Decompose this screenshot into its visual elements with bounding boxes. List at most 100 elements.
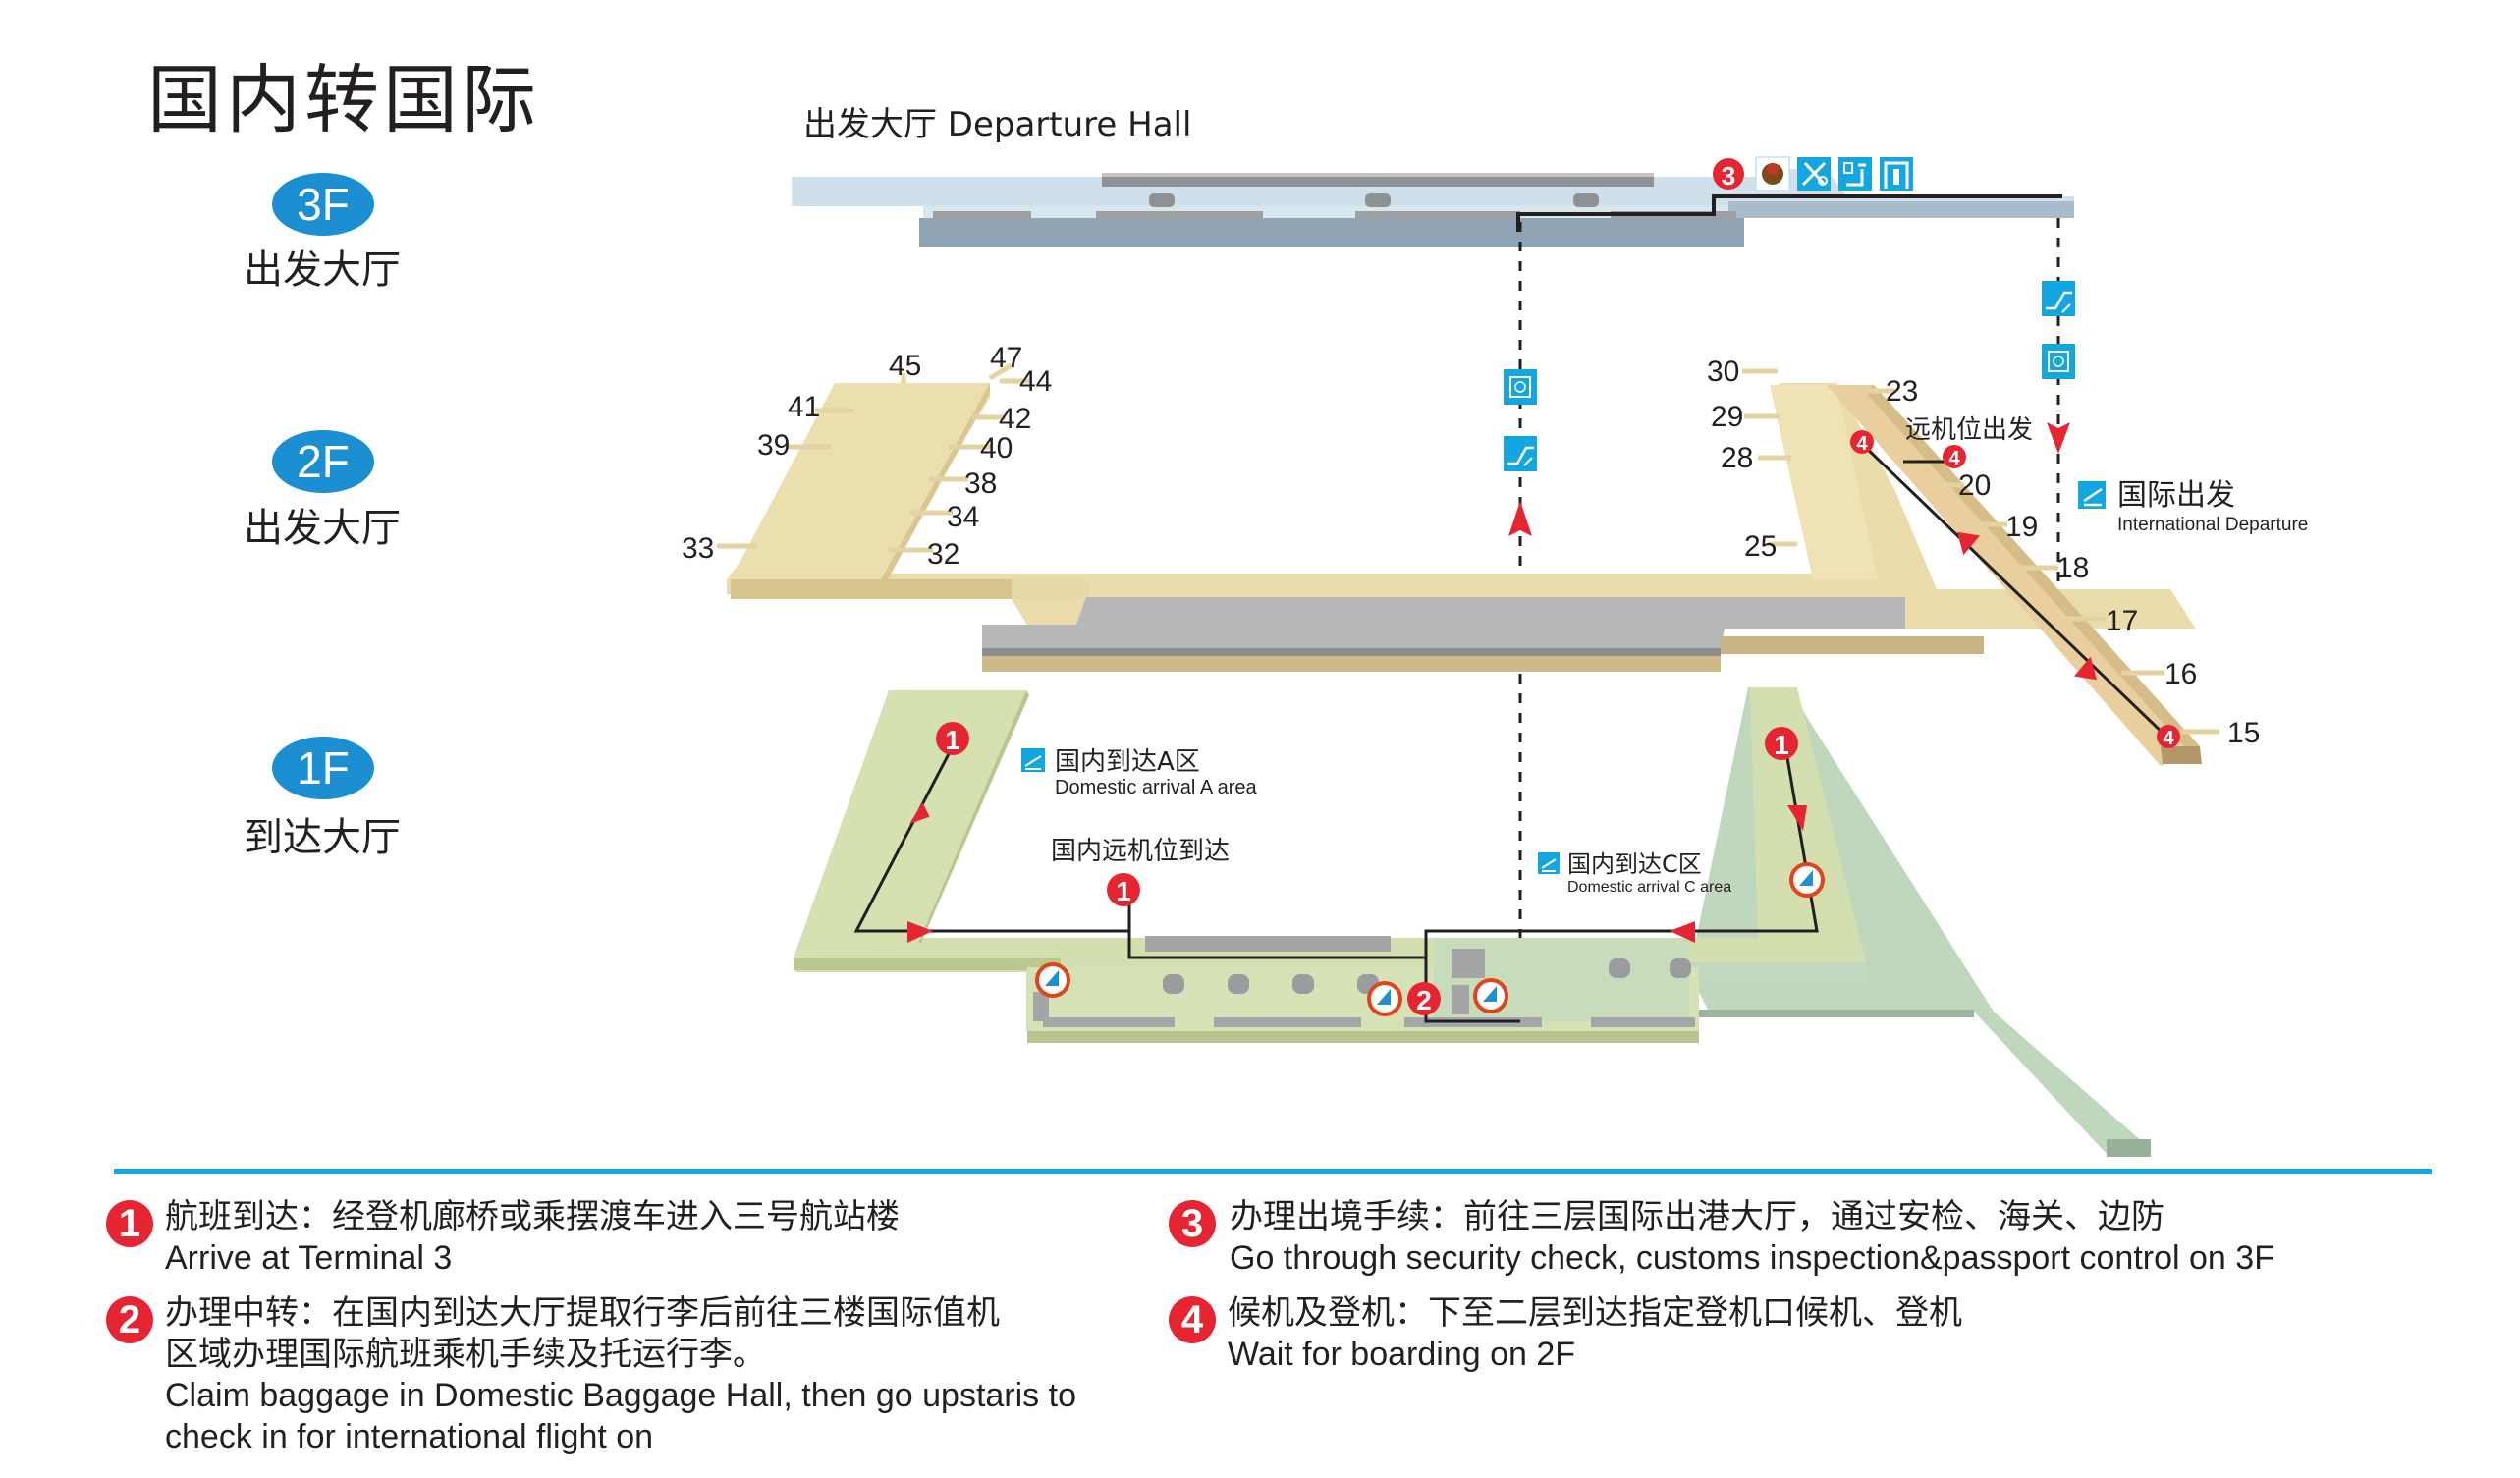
step-4-en: Wait for boarding on 2F (1228, 1336, 1576, 1373)
gate-45: 45 (889, 350, 921, 382)
gate-29: 29 (1711, 401, 1743, 433)
gate-18: 18 (2056, 552, 2089, 584)
floor-1f: 1 1 1 2 国内到达A区 Domestic arrival A (794, 687, 2151, 1157)
svg-text:国际出发: 国际出发 (2117, 478, 2235, 513)
svg-text:国内到达C区: 国内到达C区 (1567, 850, 1702, 878)
gate-28: 28 (1721, 442, 1753, 474)
gate-17: 17 (2106, 605, 2138, 637)
escalator-up-icon (1504, 436, 1537, 471)
floor-name-3f: 出发大厅 (244, 247, 401, 293)
border-inspection-icon (1838, 157, 1872, 191)
route-1f-c (1424, 745, 1819, 958)
step-marker-4 (2157, 725, 2180, 748)
svg-text:Domestic arrival A area: Domestic arrival A area (1055, 777, 1258, 798)
gate-39: 39 (757, 429, 790, 462)
step-marker-1 (1765, 727, 1798, 760)
step-marker-3 (1713, 158, 1744, 190)
floor-3f: 出发大厅 Departure Hall 3 (792, 105, 2074, 247)
floor3-label: 出发大厅 Departure Hall (803, 105, 1191, 144)
route-arrow (907, 921, 933, 943)
step-2-cn-line2: 区域办理国际航班乘机手续及托运行李。 (165, 1335, 766, 1374)
gate-19: 19 (2005, 511, 2038, 543)
step-2-en-line2: check in for international flight on (165, 1418, 654, 1455)
route-arrow (1670, 921, 1695, 943)
gate-16: 16 (2164, 658, 2197, 690)
route-1f-a (853, 745, 1520, 1023)
floor3-front-edge (919, 218, 1744, 247)
police-emblem-icon (1755, 156, 1790, 192)
gate-30: 30 (1707, 356, 1739, 388)
route-3f (1516, 194, 2062, 232)
route-arrow (908, 802, 930, 825)
step-2-cn: 办理中转：在国内到达大厅提取行李后前往三楼国际值机 (165, 1293, 1000, 1333)
svg-text:3: 3 (1722, 161, 1735, 191)
step-badge: 2 (106, 1296, 153, 1343)
baggage-belt (1145, 936, 1391, 952)
step-marker-4 (1943, 445, 1966, 468)
gate-15: 15 (2227, 717, 2260, 749)
step-marker-4 (1850, 430, 1874, 454)
floor-badge-3f: 3F (272, 173, 374, 236)
domestic-arrival-a-sign: 国内到达A区 Domestic arrival A area (1021, 747, 1258, 798)
escalator-down-icon (2042, 281, 2075, 316)
svg-text:2: 2 (1416, 985, 1432, 1015)
page-title: 国内转国际 (147, 56, 540, 143)
airline-logo-icon (1473, 978, 1508, 1013)
svg-text:4: 4 (2163, 728, 2174, 749)
step-marker-1 (936, 722, 969, 755)
floor-badge-1f: 1F (272, 737, 374, 799)
step-3-cn: 办理出境手续：前往三层国际出港大厅，通过安检、海关、边防 (1230, 1197, 2164, 1236)
svg-text:1: 1 (945, 725, 960, 755)
route-arrow (2073, 656, 2098, 681)
step-4-cn: 候机及登机：下至二层到达指定登机口候机、登机 (1228, 1293, 1962, 1333)
gate-32: 32 (927, 538, 959, 571)
route-arrow (1956, 531, 1981, 556)
gate-25: 25 (1744, 530, 1777, 563)
step-1-cn: 航班到达：经登机廊桥或乘摆渡车进入三号航站楼 (165, 1197, 900, 1236)
intl-departure-sign: 国际出发 International Departure (2078, 478, 2308, 535)
terminal-map: 出发大厅 Departure Hall 3 (682, 105, 2308, 1157)
gate-38: 38 (964, 467, 997, 500)
route-arrow (1787, 805, 1807, 831)
section-divider (114, 1169, 2432, 1174)
step-3-en: Go through security check, customs inspe… (1230, 1239, 2274, 1277)
remote-arrival-label: 国内远机位到达 (1051, 837, 1230, 866)
gate-23: 23 (1886, 375, 1918, 408)
gate-34: 34 (947, 501, 979, 533)
route-arrow-up (1508, 501, 1532, 536)
floor-2f: 45 47 44 41 42 39 40 38 34 33 32 30 23 2… (682, 281, 2308, 766)
route-2f (1860, 442, 2168, 739)
step-badge: 3 (1169, 1200, 1216, 1247)
floor-name-1f: 到达大厅 (244, 815, 401, 860)
step-marker-2 (1407, 982, 1441, 1015)
floor-name-2f: 出发大厅 (244, 506, 401, 551)
svg-text:4: 4 (1948, 448, 1960, 469)
gate-41: 41 (788, 391, 820, 423)
security-check-icon (1880, 157, 1913, 191)
baggage-carousels (1163, 958, 1691, 994)
airline-logo-icon (1035, 962, 1070, 998)
counter (1102, 175, 1654, 187)
svg-text:Domestic arrival C area: Domestic arrival C area (1567, 879, 1731, 896)
gate-47: 47 (990, 342, 1022, 374)
gate-44: 44 (1019, 365, 1052, 398)
customs-icon (1797, 157, 1831, 191)
svg-text:4: 4 (1856, 433, 1868, 455)
gate-42: 42 (999, 403, 1031, 435)
accessible-elevator-icon (1504, 369, 1537, 405)
gate-20: 20 (1958, 469, 1991, 502)
step-badge: 1 (106, 1200, 153, 1247)
gate-40: 40 (980, 432, 1013, 465)
svg-text:国内到达A区: 国内到达A区 (1055, 747, 1200, 777)
step-badge: 4 (1169, 1296, 1216, 1343)
step-1-en: Arrive at Terminal 3 (165, 1239, 453, 1277)
airline-logo-icon (1789, 862, 1825, 898)
accessible-elevator-icon (2042, 344, 2075, 379)
airline-logo-icon (1367, 981, 1402, 1016)
floor2-diagonal-finger (1827, 385, 2200, 766)
gate-33: 33 (682, 532, 714, 565)
floor2-central-block (982, 597, 1905, 648)
svg-text:1: 1 (1774, 730, 1789, 760)
floor-badge-2f: 2F (272, 430, 374, 493)
step-2-en: Claim baggage in Domestic Baggage Hall, … (165, 1377, 1076, 1414)
